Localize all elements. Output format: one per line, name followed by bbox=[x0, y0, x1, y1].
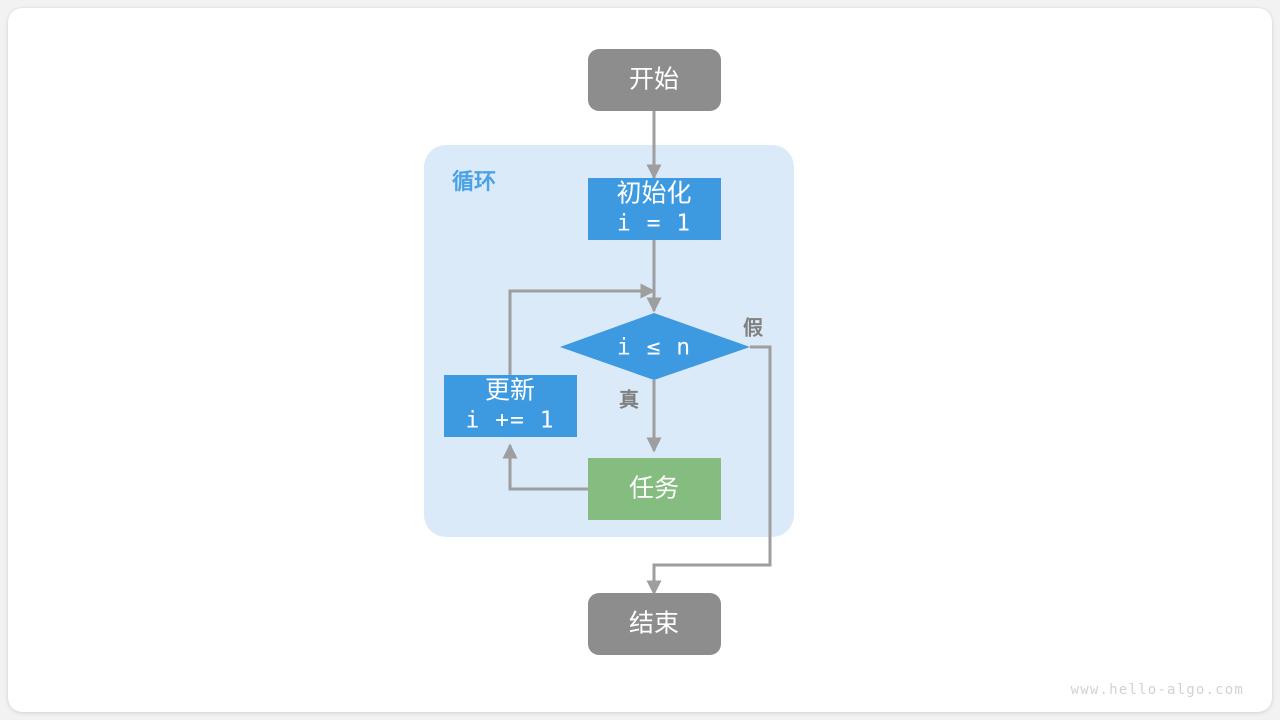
node-update-label-bottom: i += 1 bbox=[465, 408, 554, 434]
node-init-label-bottom: i = 1 bbox=[617, 211, 691, 237]
node-init-label-top: 初始化 bbox=[616, 180, 691, 208]
node-update[interactable]: 更新 i += 1 bbox=[444, 375, 577, 437]
diagram-card: 循环 开始 初始化 i = 1 i ≤ n bbox=[8, 8, 1272, 712]
node-update-label-top: 更新 bbox=[485, 377, 535, 405]
flowchart-canvas: 循环 开始 初始化 i = 1 i ≤ n bbox=[424, 49, 794, 655]
edge-label-true: 真 bbox=[619, 387, 639, 411]
edge-update-to-condition bbox=[508, 283, 656, 375]
node-task-label: 任务 bbox=[629, 475, 679, 503]
edge-task-to-update bbox=[502, 443, 588, 491]
loop-group-label: 循环 bbox=[452, 169, 496, 194]
node-end[interactable]: 结束 bbox=[588, 593, 721, 655]
node-task[interactable]: 任务 bbox=[588, 458, 721, 520]
node-init[interactable]: 初始化 i = 1 bbox=[588, 178, 721, 240]
edge-condition-false-to-end bbox=[646, 345, 772, 596]
node-start-label: 开始 bbox=[629, 66, 679, 94]
node-condition-label: i ≤ n bbox=[617, 335, 691, 361]
node-condition[interactable]: i ≤ n bbox=[560, 313, 750, 380]
node-end-label: 结束 bbox=[629, 610, 679, 638]
edge-label-false: 假 bbox=[743, 315, 764, 339]
node-start[interactable]: 开始 bbox=[588, 49, 721, 111]
watermark: www.hello-algo.com bbox=[1070, 682, 1244, 698]
